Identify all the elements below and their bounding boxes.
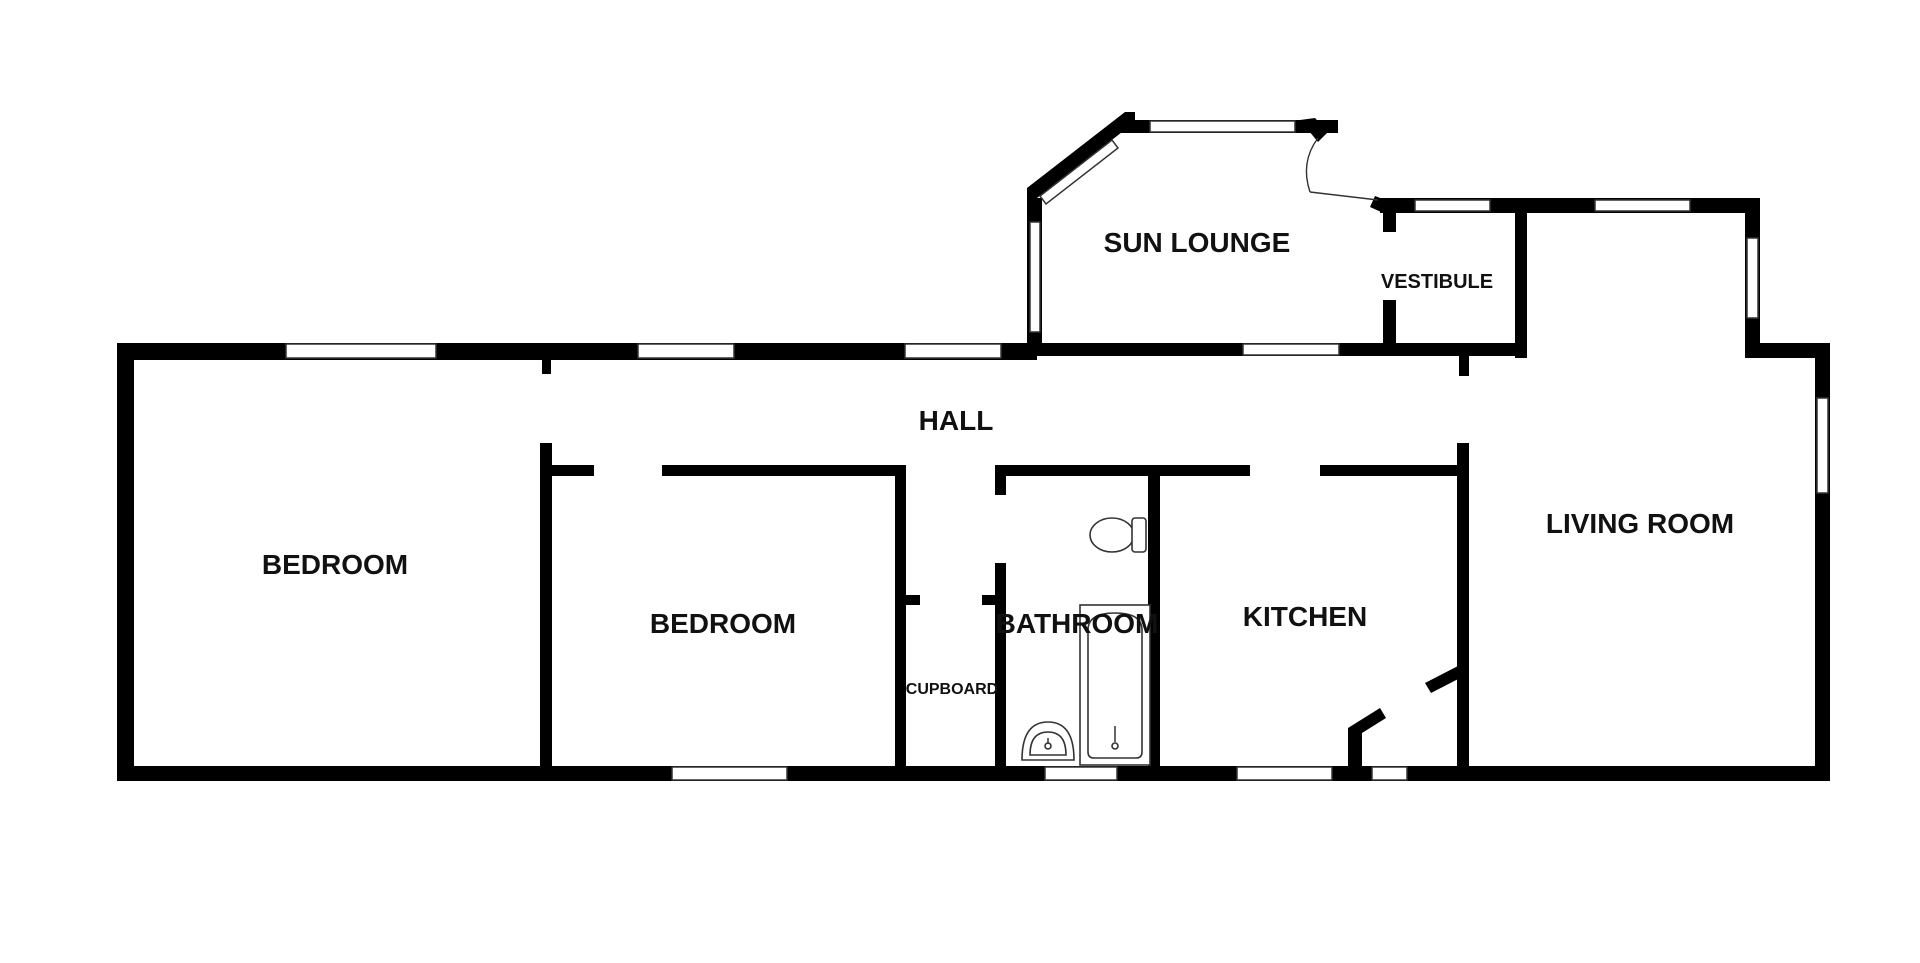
window-kitchen-bottom-2	[1371, 766, 1408, 781]
wall-vestibule-corner	[1370, 196, 1393, 215]
window-kitchen-bottom-1	[1236, 766, 1333, 781]
wall-bed2-cupboard	[895, 465, 906, 781]
wall-kitchen-living	[1457, 470, 1469, 781]
wall-hall-bottom-2	[662, 465, 905, 476]
window-bedroom2-bottom	[671, 766, 788, 781]
wall-bath-left-lower	[995, 563, 1006, 781]
window-sunlounge-left	[1029, 221, 1041, 333]
wall-kitchen-door-right-leaf	[1425, 666, 1464, 693]
wall-outer-left	[117, 343, 134, 779]
label-hall: HALL	[919, 405, 994, 436]
label-living-room: LIVING ROOM	[1546, 508, 1734, 539]
wall-hall-bottom-1	[542, 465, 594, 476]
label-vestibule: VESTIBULE	[1381, 271, 1493, 293]
wall-sunlounge-door-post	[1300, 118, 1328, 142]
wall-hall-stub-right	[1459, 356, 1469, 376]
window-living-side-upper	[1746, 237, 1759, 319]
wall-sunlounge-diagonal	[1027, 112, 1135, 198]
label-bedroom-1: BEDROOM	[262, 549, 408, 580]
toilet-icon	[1089, 517, 1147, 553]
wall-kitchen-door-left-leaf	[1348, 708, 1386, 738]
window-hall-top-2	[904, 343, 1002, 359]
wall-living-left	[1515, 212, 1527, 358]
label-bedroom-2: BEDROOM	[650, 608, 796, 639]
bathtub-icon	[1079, 604, 1151, 766]
window-living-top	[1594, 199, 1691, 212]
window-bedroom1-top	[285, 343, 437, 359]
wall-outer-top-right	[1745, 343, 1830, 358]
window-living-right	[1816, 397, 1829, 494]
windows	[285, 120, 1829, 781]
label-sun-lounge: SUN LOUNGE	[1104, 227, 1291, 258]
window-sunlounge-diagonal	[1038, 138, 1120, 206]
wall-outer-bottom	[117, 766, 1830, 781]
wall-kitchen-living-upper	[1457, 443, 1469, 471]
wall-cupboard-stub	[895, 595, 920, 605]
wall-hall-bottom-3	[995, 465, 1250, 476]
window-bathroom-bottom	[1044, 766, 1118, 781]
wall-bath-kitchen	[1148, 465, 1160, 781]
wall-kitchen-door-left	[1348, 728, 1362, 776]
label-cupboard: CUPBOARD	[906, 681, 998, 698]
window-sunlounge-top	[1149, 120, 1296, 133]
window-vestibule-top	[1414, 199, 1491, 212]
label-kitchen: KITCHEN	[1243, 601, 1367, 632]
room-labels: SUN LOUNGE VESTIBULE HALL BEDROOM BEDROO…	[262, 227, 1734, 698]
wall-bed1-bed2	[540, 443, 552, 781]
wall-bath-left-stub	[982, 595, 1002, 605]
wall-bath-left-upper	[995, 465, 1006, 495]
label-bathroom: BATHROOM	[996, 608, 1159, 639]
wall-hall-bottom-4	[1320, 465, 1460, 476]
washbasin-icon	[1021, 721, 1075, 761]
wall-vestibule-left-lower	[1383, 300, 1396, 356]
window-hall-top-1	[637, 343, 735, 359]
wall-outer-top-left	[117, 343, 1037, 360]
window-sunlounge-bottom	[1242, 343, 1340, 356]
door-swing-icon	[1305, 137, 1379, 201]
wall-hall-stub-left	[542, 358, 551, 374]
